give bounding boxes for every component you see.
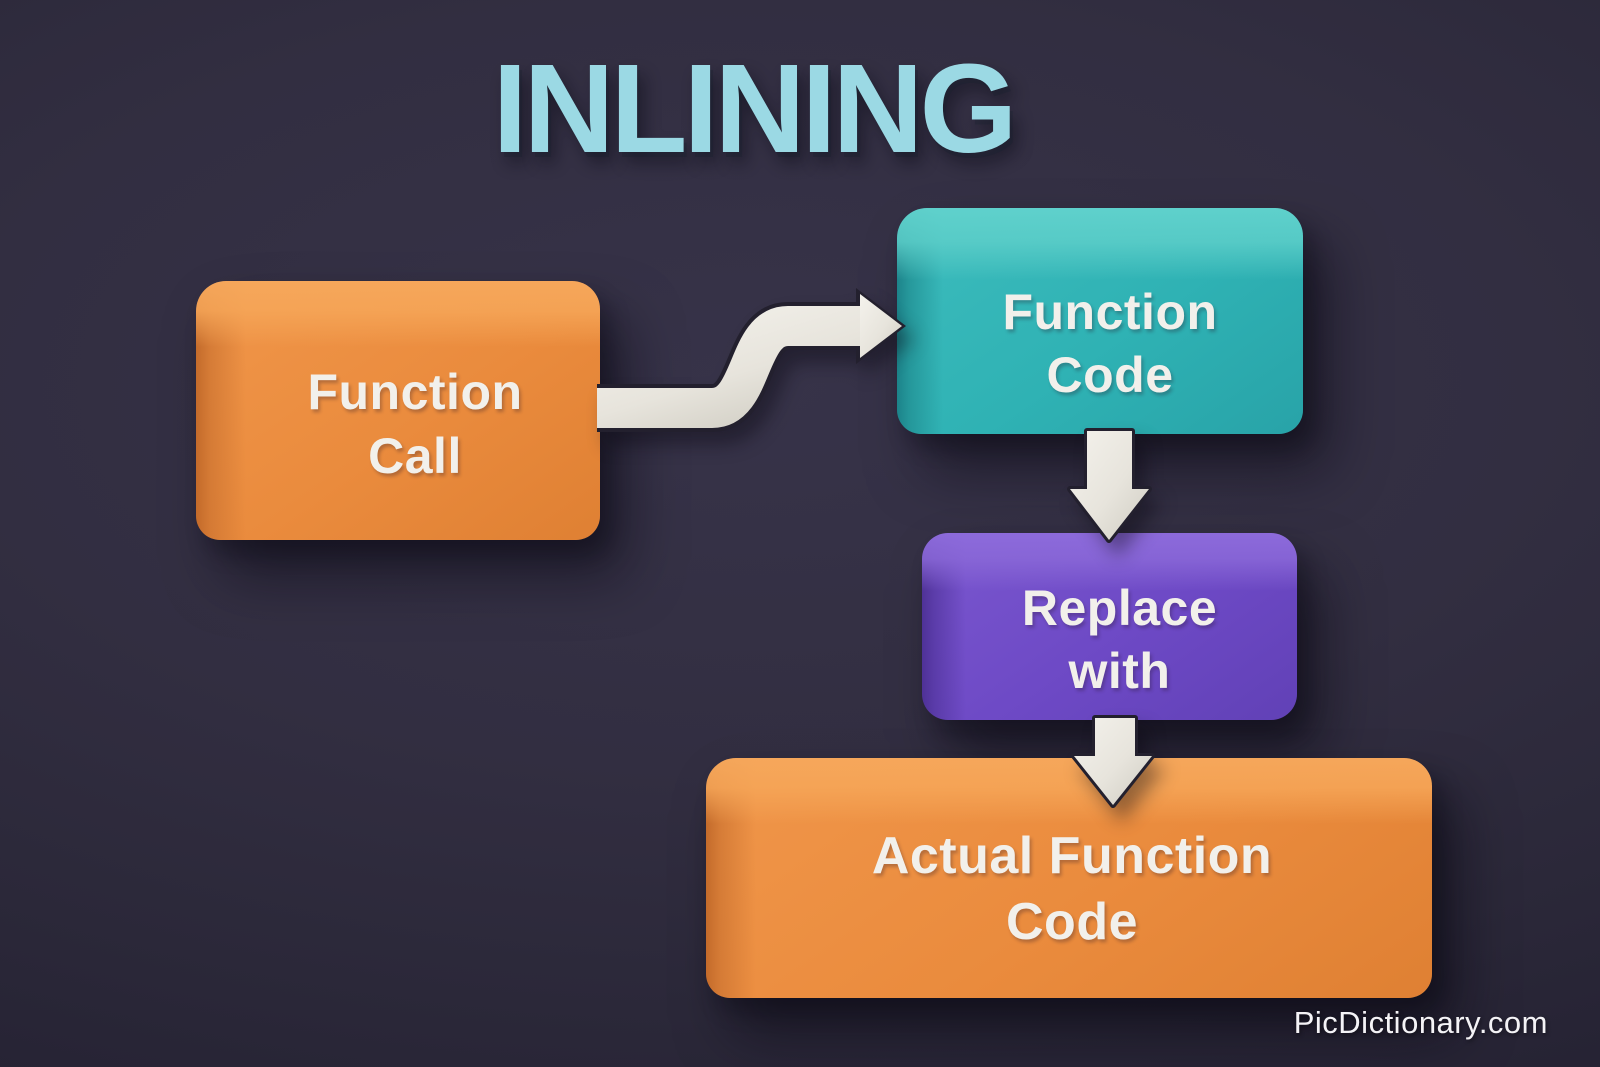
node-actual-function-code: Actual Function Code [706, 758, 1432, 998]
watermark: PicDictionary.com [1293, 1005, 1548, 1040]
node-function-call-label: Function Call [307, 364, 523, 484]
node-function-code-label: Function Code [1002, 283, 1218, 404]
arrow-function-code-to-replace-with-icon [1067, 428, 1152, 543]
node-function-call: Function Call [196, 281, 600, 540]
node-function-code: Function Code [897, 208, 1303, 434]
node-replace-with: Replace with [922, 533, 1297, 720]
node-actual-function-code-label: Actual Function Code [871, 826, 1273, 951]
node-replace-with-label: Replace with [1021, 579, 1218, 700]
arrow-function-call-to-function-code-icon [597, 288, 906, 432]
page-title: INLINING [492, 38, 1018, 179]
